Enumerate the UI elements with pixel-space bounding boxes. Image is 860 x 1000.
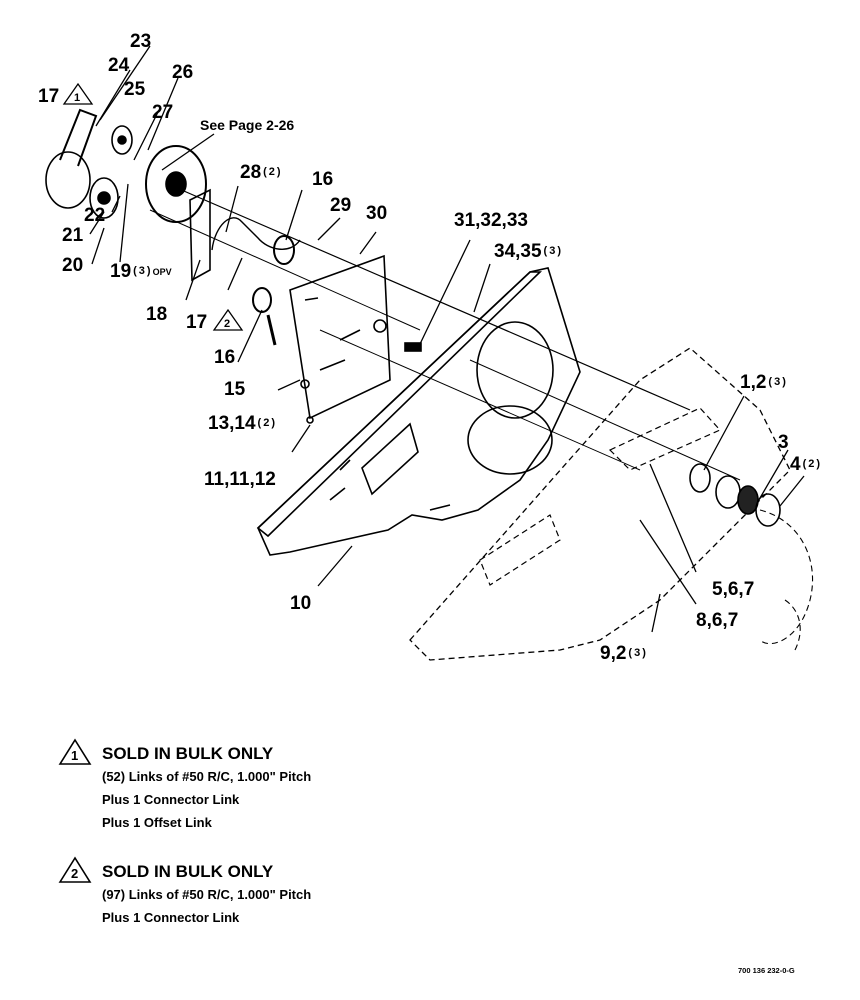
- callout-17-top: 17: [38, 86, 60, 107]
- note-2-title: SOLD IN BULK ONLY: [102, 862, 274, 881]
- callout-9-2: 9,2(3): [600, 643, 648, 664]
- callout-24: 24: [108, 55, 130, 76]
- note-2-marker: 2: [71, 866, 79, 881]
- callout-21: 21: [62, 225, 84, 246]
- panel-cutout: [361, 422, 419, 496]
- callout-3: 3: [778, 432, 789, 453]
- callout-4: 4(2): [790, 454, 823, 475]
- callout-26: 26: [172, 62, 194, 83]
- callout-10: 10: [290, 593, 312, 614]
- callout-13-14: 13,14(2): [208, 413, 277, 434]
- see-page-reference: See Page 2-26: [200, 117, 295, 133]
- callout-16-lower: 16: [214, 347, 236, 368]
- warning-triangle-icon: [212, 308, 244, 331]
- warning-triangle-icon: [58, 856, 92, 883]
- note-2-line: Plus 1 Connector Link: [102, 910, 240, 925]
- callout-27: 27: [152, 102, 174, 123]
- callout-8-6-7: 8,6,7: [696, 610, 739, 631]
- callout-17-lower: 17: [186, 312, 208, 333]
- note-1-title: SOLD IN BULK ONLY: [102, 744, 274, 763]
- callout-22: 22: [84, 205, 106, 226]
- svg-text:1: 1: [74, 92, 80, 104]
- callout-11-11-12: 11,11,12: [204, 469, 276, 490]
- panel-opening-upper: [476, 321, 554, 419]
- side-panel-flange: [256, 271, 542, 538]
- warning-triangle-icon: [62, 82, 94, 105]
- note-1-line: Plus 1 Connector Link: [102, 792, 240, 807]
- callout-30: 30: [366, 203, 388, 224]
- side-panel: [257, 267, 581, 556]
- callout-23: 23: [130, 31, 152, 52]
- svg-text:2: 2: [224, 318, 230, 330]
- callout-18: 18: [146, 304, 168, 325]
- callout-16-top: 16: [312, 169, 334, 190]
- warning-triangle-icon: [58, 738, 92, 765]
- callout-31-32-33: 31,32,33: [454, 210, 528, 231]
- callout-1-2: 1,2(3): [740, 372, 788, 393]
- note-1: 1 SOLD IN BULK ONLY (52) Links of #50 R/…: [58, 738, 458, 838]
- panel-opening-lower: [467, 405, 553, 475]
- callout-5-6-7: 5,6,7: [712, 579, 755, 600]
- note-1-line: Plus 1 Offset Link: [102, 815, 212, 830]
- note-2-line: (97) Links of #50 R/C, 1.000" Pitch: [102, 887, 312, 902]
- note-2: 2 SOLD IN BULK ONLY (97) Links of #50 R/…: [58, 856, 458, 936]
- callout-29: 29: [330, 195, 352, 216]
- bracket-plate: [289, 254, 391, 420]
- exploded-parts-diagram: 1 2: [45, 45, 814, 661]
- callout-25: 25: [124, 79, 146, 100]
- callout-34-35: 34,35(3): [494, 241, 563, 262]
- document-id: 700 136 232-0-G: [738, 966, 795, 975]
- callout-28: 28(2): [240, 162, 283, 183]
- callout-15: 15: [224, 379, 246, 400]
- note-1-marker: 1: [71, 748, 79, 763]
- note-1-line: (52) Links of #50 R/C, 1.000" Pitch: [102, 769, 312, 784]
- callout-19: 19(3)OPV: [110, 261, 172, 282]
- callout-20: 20: [62, 255, 84, 276]
